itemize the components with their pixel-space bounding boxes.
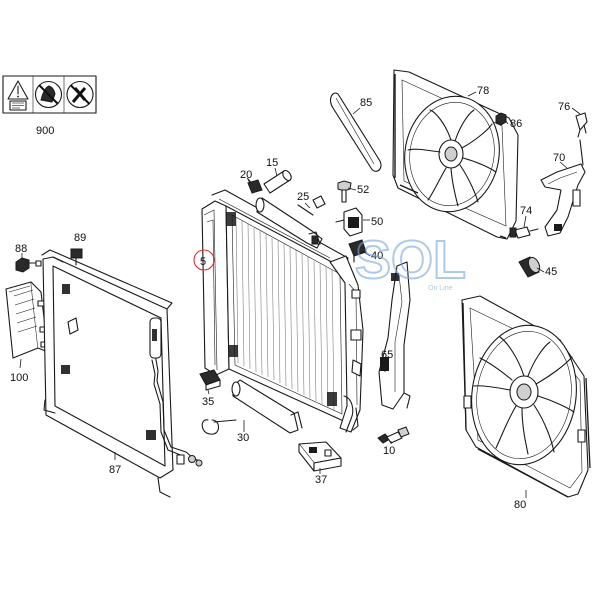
warning-label-900 [2, 75, 97, 114]
mount-40 [348, 239, 367, 263]
watermark: SOL On Line [354, 229, 467, 292]
label-85: 85 [360, 97, 372, 109]
watermark-subtext: On Line [428, 285, 453, 292]
bracket-37 [298, 441, 342, 472]
fan-assembly-80 [461, 295, 591, 498]
label-30: 30 [237, 432, 249, 444]
label-45: 45 [545, 266, 557, 278]
label-89: 89 [74, 232, 86, 244]
mount-35 [199, 369, 221, 391]
label-37: 37 [315, 474, 327, 486]
lower-hose-30 [201, 379, 303, 435]
label-74: 74 [520, 205, 532, 217]
label-87: 87 [109, 464, 121, 476]
label-52: 52 [357, 184, 369, 196]
label-20: 20 [240, 169, 252, 181]
label-88: 88 [15, 243, 27, 255]
label-86: 86 [510, 118, 522, 130]
warning-triangle-icon [7, 80, 29, 111]
label-10: 10 [383, 445, 395, 457]
label-5: 5 [200, 256, 206, 268]
radiator-5 [201, 189, 364, 433]
label-35: 35 [202, 396, 214, 408]
drain-plug-10 [377, 426, 410, 444]
label-76: 76 [558, 101, 570, 113]
no-hands-icon [34, 80, 63, 109]
bracket-70 [540, 139, 586, 237]
label-25: 25 [297, 191, 309, 203]
label-70: 70 [553, 152, 565, 164]
fan-shroud-78 [392, 69, 519, 240]
label-40: 40 [371, 250, 383, 262]
label-78: 78 [477, 85, 489, 97]
hose-15 [263, 169, 292, 194]
label-65: 65 [381, 349, 393, 361]
bushing-45 [518, 256, 541, 278]
air-guide-65 [378, 261, 411, 410]
label-15: 15 [266, 157, 278, 169]
condenser-87 [41, 249, 203, 498]
no-tools-icon [66, 80, 94, 109]
bolt-52 [337, 180, 352, 203]
label-900: 900 [36, 125, 54, 137]
label-50: 50 [371, 216, 383, 228]
bolt-88 [15, 257, 42, 273]
watermark-text: SOL [355, 230, 466, 290]
bracket-50 [335, 207, 363, 237]
clip-74 [509, 226, 539, 239]
label-80: 80 [514, 499, 526, 511]
control-module-100 [5, 281, 49, 359]
upper-hose-25 [255, 195, 326, 249]
label-100: 100 [10, 372, 28, 384]
highlight-circle [193, 249, 215, 271]
bolt-86 [495, 112, 507, 126]
clip-76 [575, 112, 588, 138]
leader-lines [207, 91, 581, 498]
seal-85 [329, 92, 382, 172]
